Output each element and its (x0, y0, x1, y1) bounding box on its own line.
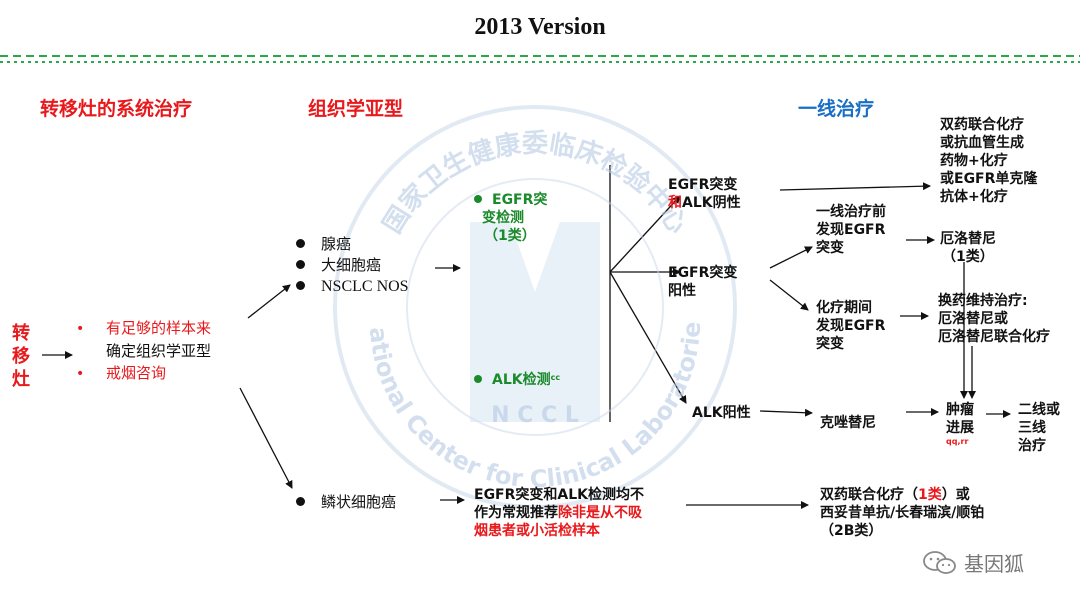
hist-large: 大细胞癌 (321, 256, 382, 274)
hist-nos: NSCLC NOS (321, 278, 409, 295)
tx-second-line: 二线或 三线 治疗 (1018, 402, 1060, 454)
page-title: 2013 Version (474, 14, 606, 40)
tx-crizotinib: 克唑替尼 (820, 415, 876, 431)
req-determine: 确定组织学亚型 (106, 342, 212, 360)
arrow-alk-to-crizo (759, 408, 813, 417)
test-egfr: EGFR突 变检测 （1类） (474, 191, 547, 245)
test-alk: ALK检测cc (474, 371, 560, 389)
arrow-neg-to-double (779, 182, 931, 191)
metastasis-label: 转 移 灶 (12, 323, 30, 390)
watermark-letters: N C C L (491, 403, 579, 428)
arrow-fan-alk (609, 271, 687, 404)
req-sample: 有足够的样本来 (106, 319, 212, 337)
brand-logo: 基因狐 (922, 548, 1024, 577)
branch-egfr-positive: EGFR突变 阳性 (668, 265, 738, 299)
histology-list: 腺癌 大细胞癌 NSCLC NOS (296, 234, 409, 297)
req-smoking: 戒烟咨询 (106, 364, 167, 382)
arrow-to-squamous (239, 387, 293, 489)
tx-progression: 肿瘤 进展 qq,rr (946, 402, 974, 446)
arrow-fan-neg (609, 195, 681, 273)
squamous-note: EGFR突变和ALK检测均不 作为常规推荐除非是从不吸 烟患者或小活检样本 (474, 487, 645, 539)
header-systemic: 转移灶的系统治疗 (40, 98, 193, 120)
branch-alk-positive: ALK阳性 (692, 405, 751, 421)
hist-squamous-row: 鳞状细胞癌 (296, 491, 396, 512)
tx-squamous: 双药联合化疗（1类）或 西妥昔单抗/长春瑞滨/顺铂 （2B类） (820, 487, 985, 539)
brand-name: 基因狐 (964, 552, 1024, 576)
wechat-icon (923, 550, 956, 574)
left-requirements: •有足够的样本来 确定组织学亚型 •戒烟咨询 (76, 319, 212, 382)
tx-double-chemo: 双药联合化疗 或抗血管生成 药物+化疗 或EGFR单克隆 抗体+化疗 (940, 117, 1038, 205)
hist-adeno: 腺癌 (321, 235, 352, 253)
hist-squamous: 鳞状细胞癌 (321, 493, 397, 511)
arrow-egfr-during (769, 279, 809, 311)
arrow-to-histology (247, 284, 291, 319)
branch-negative: EGFR突变 和ALK阴性 (668, 177, 741, 211)
arrow-egfr-before (769, 246, 813, 269)
tx-erlotinib: 厄洛替尼 （1类） (940, 231, 996, 265)
egfr-before-firstline: 一线治疗前 发现EGFR 突变 (816, 204, 886, 256)
header-firstline: 一线治疗 (798, 98, 875, 120)
egfr-during-chemo: 化疗期间 发现EGFR 突变 (816, 300, 886, 352)
tx-switch-maintenance: 换药维持治疗: 厄洛替尼或 厄洛替尼联合化疗 (938, 293, 1050, 345)
nccl-watermark-logo: 国家卫生健康委临床检验中心 National Center for Clinic… (320, 92, 737, 509)
header-histology: 组织学亚型 (308, 98, 404, 120)
